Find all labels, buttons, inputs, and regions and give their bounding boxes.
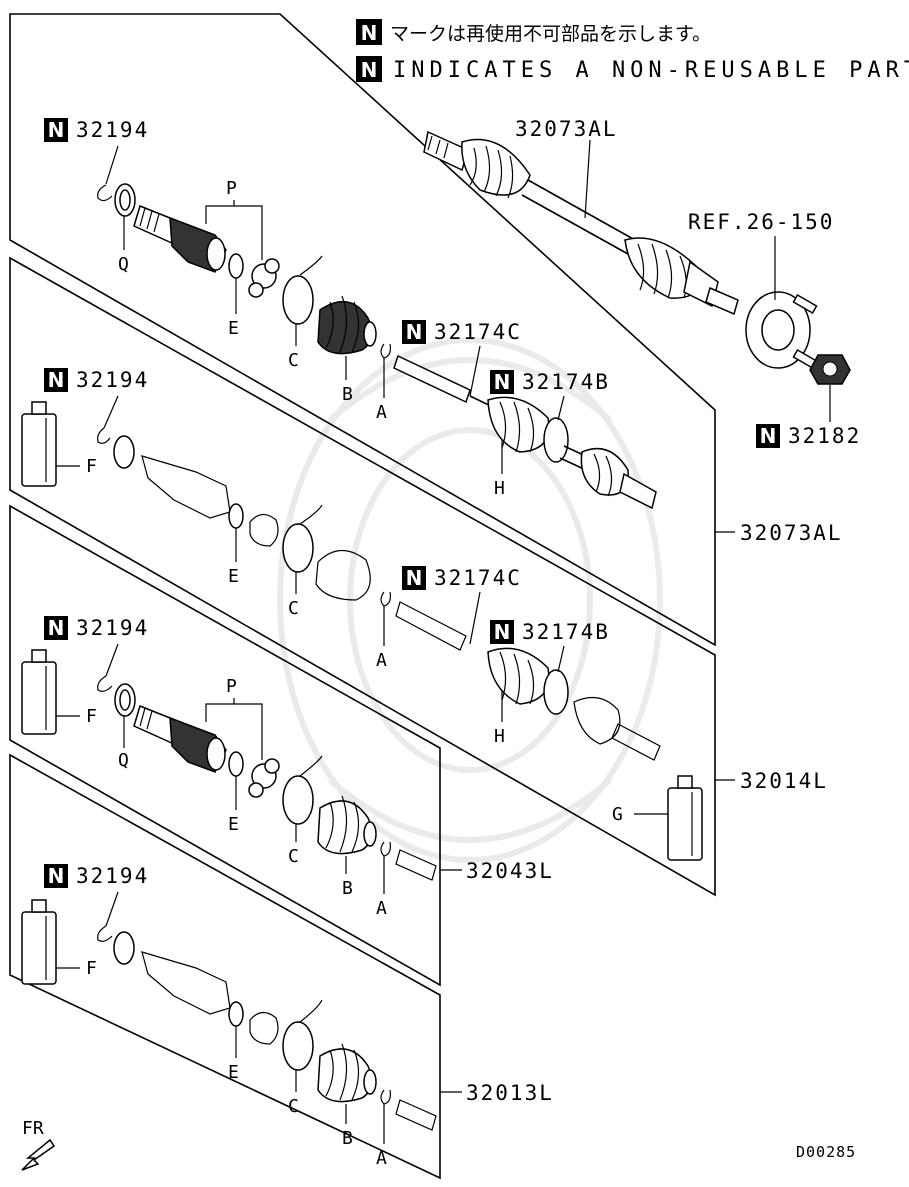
label-32043l: 32043L (466, 859, 554, 883)
non-reusable-badge: N (361, 21, 378, 45)
label-32014l: 32014L (740, 769, 828, 793)
label-32073al-top: 32073AL (515, 117, 618, 141)
label-32013l: 32013L (466, 1081, 554, 1105)
label-32194-3: 32194 (76, 616, 149, 640)
direction-indicator: FR (21, 1118, 56, 1171)
label-a-3: A (376, 898, 387, 919)
non-reusable-badge: N (406, 566, 423, 590)
panel-4-parts (21, 899, 437, 1131)
label-c-1: C (288, 350, 299, 371)
non-reusable-badge: N (494, 620, 511, 644)
label-32174b-2: 32174B (522, 620, 610, 644)
label-p-1: P (226, 178, 237, 199)
legend-japanese: マークは再使用不可部品を示します。 (390, 23, 711, 45)
non-reusable-badge: N (406, 320, 423, 344)
label-c-2: C (288, 598, 299, 619)
label-f-3: F (86, 706, 97, 727)
non-reusable-badge: N (760, 424, 777, 448)
label-32073al-panel: 32073AL (740, 521, 843, 545)
label-h-2: H (494, 726, 505, 747)
panel-1-parts (21, 183, 703, 861)
label-b-3: B (342, 878, 353, 899)
label-32182: 32182 (788, 424, 861, 448)
legend-english: INDICATES A NON-REUSABLE PART. (393, 58, 909, 83)
non-reusable-badge: N (361, 58, 378, 82)
label-a-2: A (376, 650, 387, 671)
label-h-1: H (494, 478, 505, 499)
label-c-3: C (288, 846, 299, 867)
label-32174b-1: 32174B (522, 370, 610, 394)
non-reusable-badge: N (48, 616, 65, 640)
panel-3-parts (21, 649, 437, 881)
label-e-1: E (228, 318, 239, 339)
fr-arrow-icon (21, 1138, 56, 1171)
label-a-4: A (376, 1148, 387, 1169)
panel-outlines (9, 13, 716, 1180)
outer-shaft-assembly (423, 130, 851, 385)
label-e-4: E (228, 1062, 239, 1083)
label-32174c-2: 32174C (434, 566, 522, 590)
label-b-1: B (342, 384, 353, 405)
non-reusable-badge: N (48, 368, 65, 392)
label-p-3: P (226, 676, 237, 697)
label-b-4: B (342, 1128, 353, 1149)
label-g: G (612, 804, 623, 825)
label-32194-2: 32194 (76, 368, 149, 392)
non-reusable-badge: N (48, 118, 65, 142)
label-e-3: E (228, 814, 239, 835)
label-32174c-1: 32174C (434, 320, 522, 344)
diagram-code: D00285 (796, 1143, 856, 1161)
legend: N マークは再使用不可部品を示します。 N INDICATES A NON-RE… (356, 19, 909, 83)
label-f-4: F (86, 958, 97, 979)
watermark (277, 337, 663, 863)
label-q-1: Q (118, 254, 129, 275)
label-f-2: F (86, 456, 97, 477)
label-32194-4: 32194 (76, 864, 149, 888)
label-e-2: E (228, 566, 239, 587)
label-q-3: Q (118, 750, 129, 771)
non-reusable-badge: N (48, 864, 65, 888)
label-c-4: C (288, 1096, 299, 1117)
label-a-1: A (376, 402, 387, 423)
non-reusable-badge: N (494, 370, 511, 394)
label-32194-1: 32194 (76, 118, 149, 142)
label-ref: REF.26-150 (688, 210, 834, 234)
fr-label: FR (22, 1118, 44, 1139)
